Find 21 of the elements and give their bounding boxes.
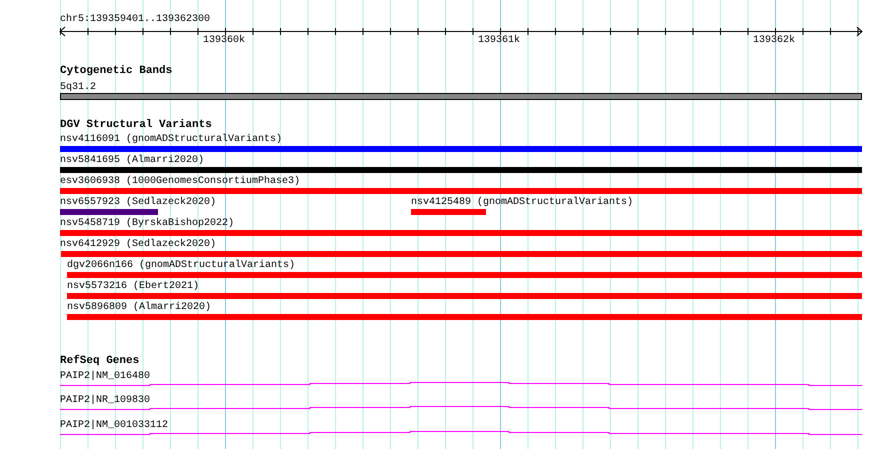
track-heading: DGV Structural Variants <box>60 120 212 131</box>
variant-label: nsv5896809 (Almarri2020) <box>67 302 212 313</box>
variant-label: nsv4116091 (gnomADStructuralVariants) <box>60 134 282 145</box>
variant-label: nsv6412929 (Sedlazeck2020) <box>60 239 216 250</box>
axis-tick-label: 139362k <box>753 35 796 46</box>
variant-label: nsv5573216 (Ebert2021) <box>67 281 200 292</box>
variant-label: nsv5841695 (Almarri2020) <box>60 155 204 166</box>
axis-tick-label: 139360k <box>203 35 246 46</box>
band-label: 5q31.2 <box>60 82 96 93</box>
genomic-position-label: chr5:139359401..139362300 <box>60 14 210 25</box>
gene-label: PAIP2|NM_016480 <box>60 371 150 382</box>
variant-label: esv3606938 (1000GenomesConsortiumPhase3) <box>60 176 300 187</box>
track-heading: RefSeq Genes <box>60 356 140 367</box>
track-heading: Cytogenetic Bands <box>60 66 172 77</box>
gene-label: PAIP2|NM_001033112 <box>60 420 168 431</box>
axis-tick-label: 139361k <box>478 35 520 46</box>
variant-label: nsv6557923 (Sedlazeck2020) <box>60 197 216 208</box>
variant-label: dgv2066n166 (gnomADStructuralVariants) <box>67 260 296 271</box>
gene-label: PAIP2|NR_109830 <box>60 395 150 406</box>
variant-label: nsv4125489 (gnomADStructuralVariants) <box>411 197 634 208</box>
variant-label: nsv5458719 (ByrskaBishop2022) <box>60 218 234 229</box>
